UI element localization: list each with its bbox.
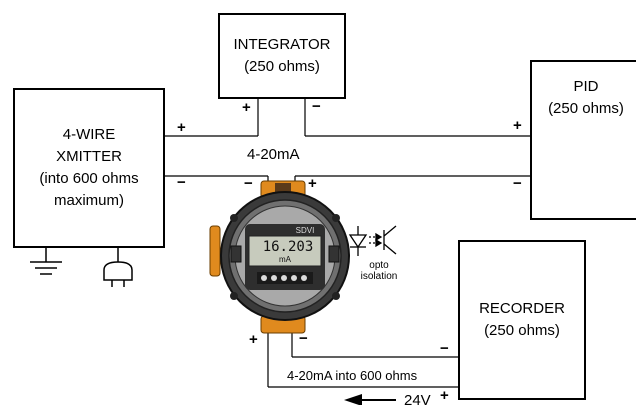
integrator-minus-sign: −: [312, 98, 321, 115]
meter-top-minus-sign: −: [244, 175, 253, 192]
recorder-plus-sign: +: [440, 387, 449, 404]
xmitter-box: 4-WIRE XMITTER (into 600 ohms maximum): [13, 88, 165, 248]
supply-voltage-label: 24V: [404, 392, 431, 409]
meter-display-value: 16.203: [262, 239, 314, 255]
opto-isolation-icon: [348, 225, 397, 256]
integrator-resistance: (250 ohms): [244, 58, 320, 75]
pid-minus-sign: −: [513, 175, 522, 192]
pid-resistance: (250 ohms): [548, 100, 624, 117]
loop-current-label: 4-20mA: [247, 146, 300, 163]
panel-meter: [209, 180, 350, 334]
integrator-box: INTEGRATOR (250 ohms): [218, 13, 346, 99]
meter-bottom-plus-sign: +: [249, 331, 258, 348]
xmitter-line4: maximum): [54, 192, 124, 209]
recorder-resistance: (250 ohms): [484, 322, 560, 339]
meter-bottom-minus-sign: −: [299, 330, 308, 347]
recorder-box: RECORDER (250 ohms): [458, 240, 586, 400]
loop-load-label: 4-20mA into 600 ohms: [287, 368, 418, 383]
xmitter-minus-sign: −: [177, 174, 186, 191]
arrow-left-icon: [344, 394, 396, 405]
pid-plus-sign: +: [513, 117, 522, 134]
xmitter-line3: (into 600 ohms: [39, 170, 139, 187]
integrator-plus-sign: +: [242, 99, 251, 116]
meter-brand: SDVI: [295, 226, 315, 235]
opto-label-line2: isolation: [360, 271, 398, 282]
xmitter-line1: 4-WIRE: [62, 126, 116, 143]
xmitter-line2: XMITTER: [56, 148, 122, 165]
plug-icon: [103, 247, 133, 287]
ground-icon: [30, 247, 62, 275]
meter-top-plus-sign: +: [308, 175, 317, 192]
opto-label-line1: opto: [369, 260, 389, 271]
integrator-title: INTEGRATOR: [233, 36, 331, 53]
recorder-minus-sign: −: [440, 340, 449, 357]
pid-box: PID (250 ohms): [530, 60, 636, 220]
pid-title: PID: [573, 78, 599, 95]
xmitter-plus-sign: +: [177, 119, 186, 136]
meter-side-fitting: [209, 225, 221, 277]
opto-label: opto isolation: [354, 260, 404, 282]
recorder-title: RECORDER: [479, 300, 565, 317]
meter-display-unit: mA: [279, 255, 291, 264]
